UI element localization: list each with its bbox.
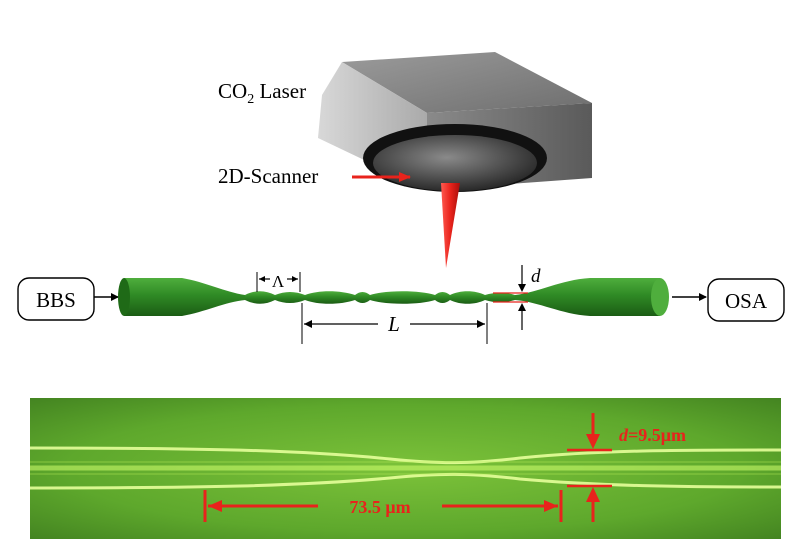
tapered-fiber	[118, 278, 669, 316]
lambda-dimension: Λ	[256, 272, 301, 292]
osa-box: OSA	[707, 278, 785, 322]
laser-label: CO2 Laser	[218, 79, 306, 107]
osa-label: OSA	[725, 289, 768, 313]
micro-diameter-label: d=9.5μm	[619, 425, 686, 445]
micro-arrow-up	[586, 487, 600, 502]
fiber-edge-top	[29, 446, 782, 465]
scanner-lens	[373, 135, 537, 191]
length-label: L	[387, 312, 400, 336]
bbs-label: BBS	[36, 288, 76, 312]
laser-beam	[441, 183, 460, 268]
micro-arrow-down	[586, 434, 600, 449]
diameter-dimension: d	[493, 265, 541, 330]
bbs-box: BBS	[17, 277, 95, 321]
co2-laser-head	[318, 52, 592, 192]
micro-length-label: 73.5 μm	[349, 497, 410, 517]
laser-top-face	[342, 52, 592, 113]
scanner-label: 2D-Scanner	[218, 164, 318, 188]
fiber-micrograph: d=9.5μm 73.5 μm	[29, 398, 782, 539]
micro-length-arrow-left	[208, 500, 222, 512]
micro-length-arrow-right	[544, 500, 558, 512]
lambda-label: Λ	[272, 272, 285, 291]
diameter-label: d	[531, 266, 541, 287]
fiber-waist	[245, 291, 515, 304]
length-dimension: L	[301, 303, 488, 344]
